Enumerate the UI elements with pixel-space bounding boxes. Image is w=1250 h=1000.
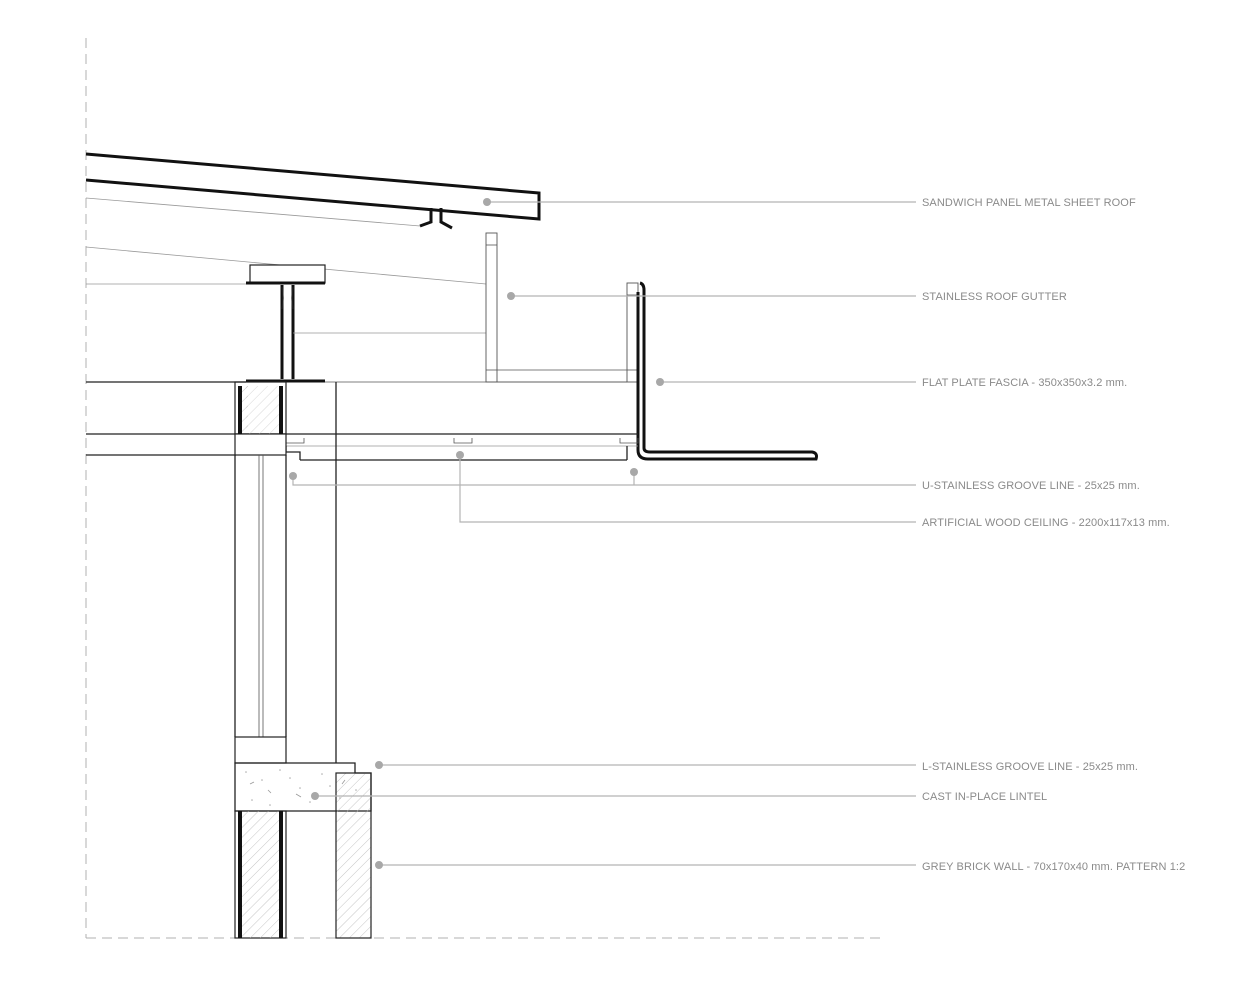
flat-plate-fascia <box>636 281 818 461</box>
label-flat-plate-fascia: FLAT PLATE FASCIA - 350x350x3.2 mm. <box>922 377 1127 389</box>
steel-i-beam <box>246 264 486 383</box>
window-frame <box>234 381 337 764</box>
label-sandwich-panel-roof: SANDWICH PANEL METAL SHEET ROOF <box>922 197 1136 209</box>
stainless-roof-gutter <box>485 232 639 383</box>
label-cast-in-place-lintel: CAST IN-PLACE LINTEL <box>922 791 1047 803</box>
u-groove-profiles <box>285 438 639 444</box>
label-artificial-wood-ceiling: ARTIFICIAL WOOD CEILING - 2200x117x13 mm… <box>922 517 1170 529</box>
label-l-stainless-groove: L-STAINLESS GROOVE LINE - 25x25 mm. <box>922 761 1138 773</box>
label-stainless-roof-gutter: STAINLESS ROOF GUTTER <box>922 291 1067 303</box>
sandwich-panel-roof <box>85 152 541 230</box>
grey-brick-wall <box>234 772 372 939</box>
label-u-stainless-groove: U-STAINLESS GROOVE LINE - 25x25 mm. <box>922 480 1140 492</box>
ceiling-assembly <box>86 381 638 461</box>
annotation-leaders <box>289 198 916 869</box>
label-grey-brick-wall: GREY BRICK WALL - 70x170x40 mm. PATTERN … <box>922 861 1185 873</box>
